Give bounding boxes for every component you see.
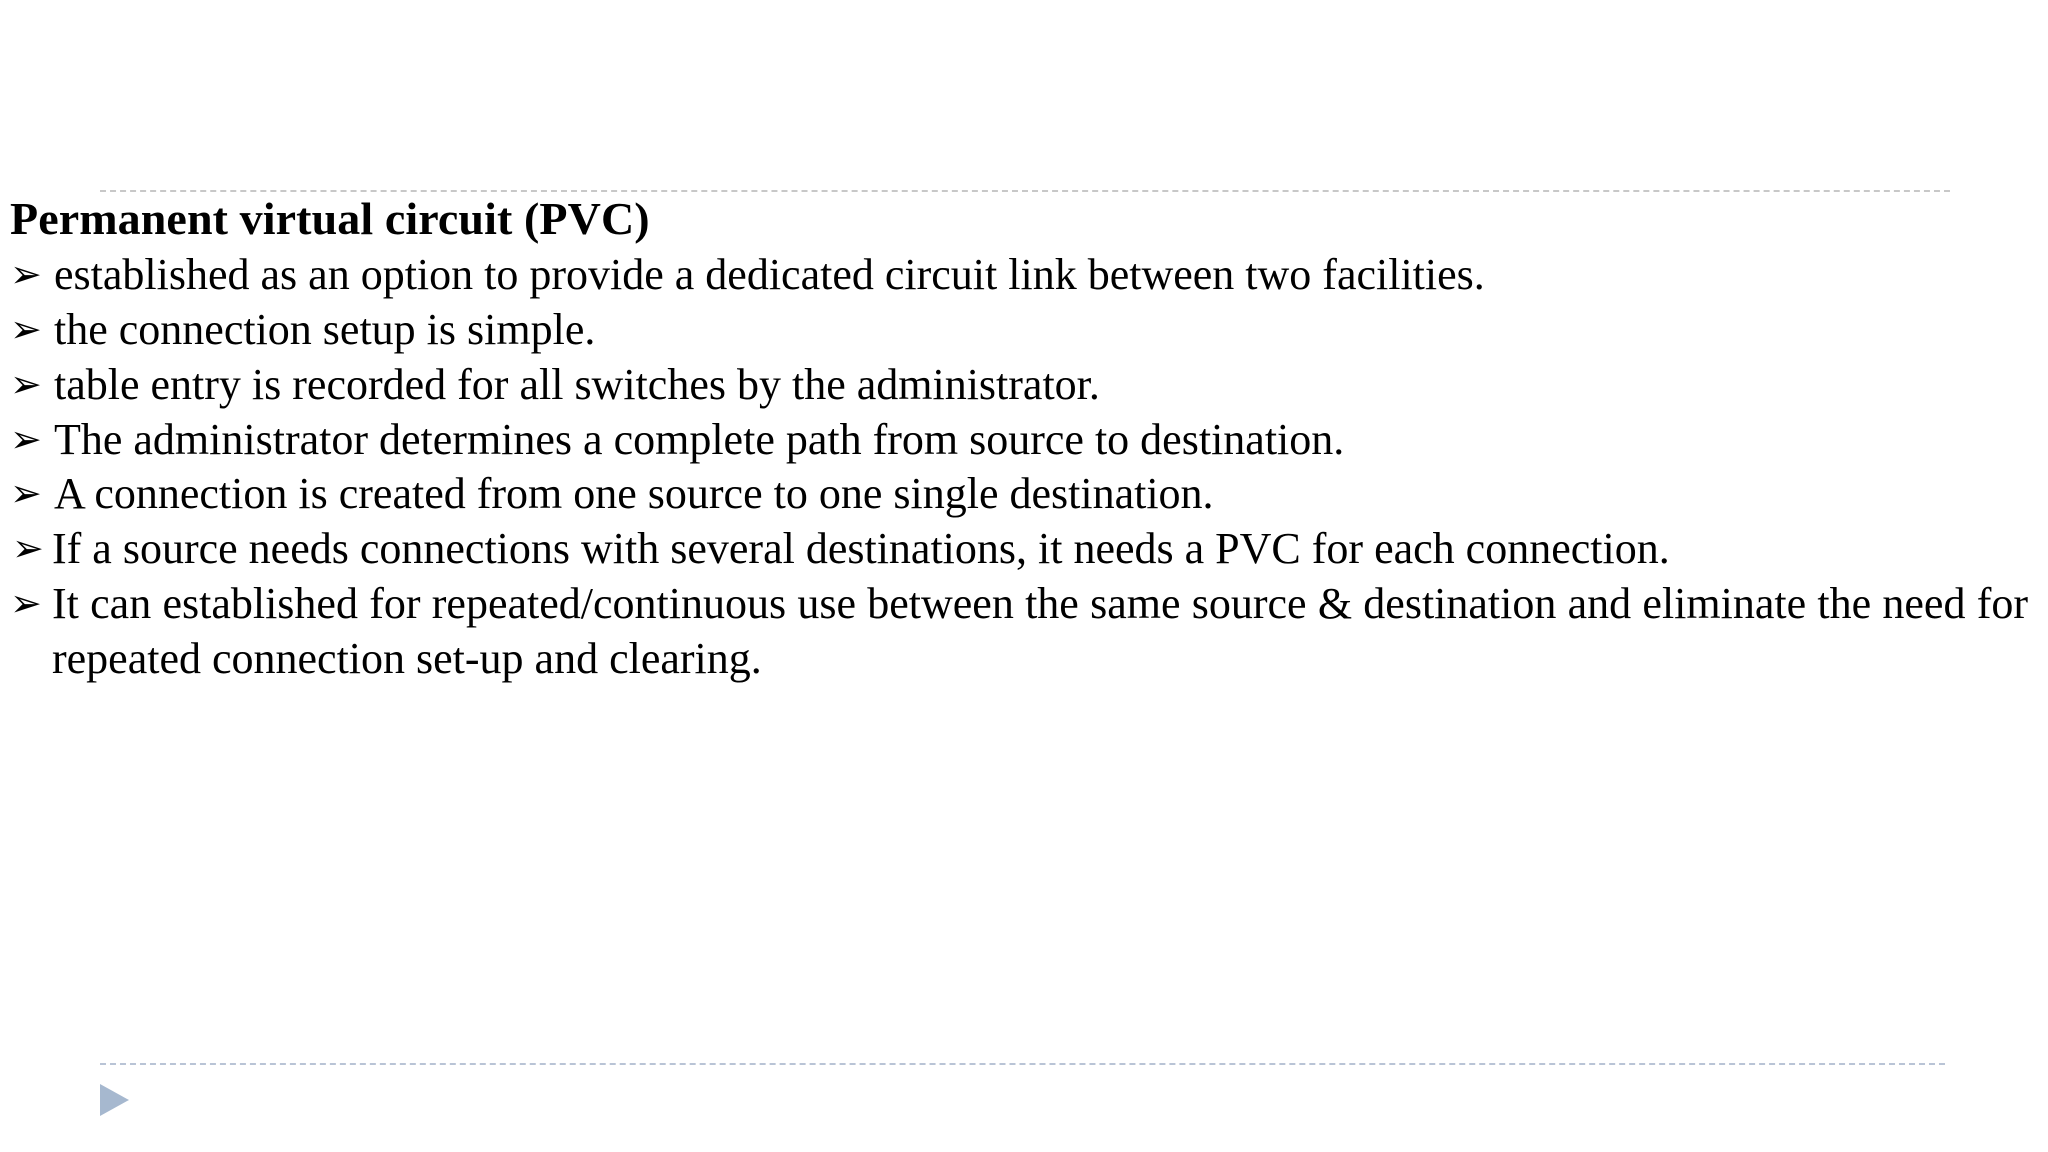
arrow-bullet-icon: ➢: [10, 471, 42, 516]
list-item: ➢ If a source needs connections with sev…: [10, 522, 2028, 577]
list-item-text: It can established for repeated/continuo…: [52, 578, 2028, 683]
list-item: ➢ established as an option to provide a …: [10, 248, 2028, 303]
page-title: Permanent virtual circuit (PVC): [10, 193, 650, 244]
list-item: ➢ the connection setup is simple.: [10, 303, 2028, 358]
bullet-list: ➢ established as an option to provide a …: [10, 248, 2028, 686]
arrow-bullet-icon: ➢: [10, 252, 42, 297]
arrow-bullet-icon: ➢: [10, 361, 42, 406]
top-placeholder-rule: [100, 190, 1950, 192]
list-item: ➢ It can established for repeated/contin…: [10, 577, 2028, 687]
list-item: ➢ table entry is recorded for all switch…: [10, 358, 2028, 413]
list-item: ➢ The administrator determines a complet…: [10, 413, 2028, 468]
list-item-text: the connection setup is simple.: [54, 305, 596, 355]
list-item-text: established as an option to provide a de…: [54, 250, 1485, 300]
bottom-placeholder-rule: [100, 1063, 1945, 1065]
arrow-bullet-icon: ➢: [10, 307, 42, 352]
list-item-text: If a source needs connections with sever…: [52, 524, 1670, 574]
arrow-bullet-icon: ➢: [10, 580, 42, 625]
slide-content-body: Permanent virtual circuit (PVC) ➢ establ…: [10, 192, 2028, 686]
list-item-text: A connection is created from one source …: [54, 469, 1214, 519]
arrow-bullet-icon: ➢: [10, 416, 42, 461]
arrow-bullet-icon: ➢: [12, 526, 44, 571]
list-item: ➢ A connection is created from one sourc…: [10, 467, 2028, 522]
play-triangle-icon[interactable]: [100, 1084, 129, 1116]
list-item-text: The administrator determines a complete …: [54, 414, 1345, 464]
list-item-text: table entry is recorded for all switches…: [54, 359, 1100, 409]
